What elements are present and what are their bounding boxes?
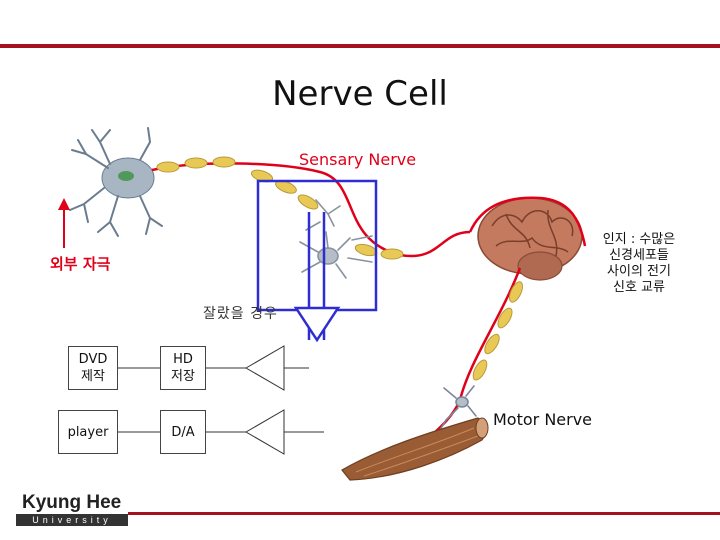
top-accent-bar xyxy=(0,44,720,48)
sensory-axon-segments xyxy=(156,156,404,260)
motor-nerve-label: Motor Nerve xyxy=(493,410,593,429)
sensory-signal-path xyxy=(151,162,471,258)
recognition-line: 신호 교류 xyxy=(613,280,665,295)
amplifier-triangle-icon xyxy=(245,345,285,455)
recognition-line: 신경세포들 xyxy=(609,248,669,263)
muscle-icon xyxy=(341,417,489,481)
box-connectors xyxy=(118,367,324,433)
sensory-nerve-label: Sensary Nerve xyxy=(299,150,417,169)
recognition-line: 인지 : 수많은 xyxy=(602,232,676,247)
down-arrow-icon xyxy=(293,306,341,343)
external-stimulus-label: 외부 자극 xyxy=(50,255,111,273)
when-cut-label: 잘랐을 경우 xyxy=(203,306,278,322)
da-box: D/A xyxy=(160,410,206,454)
motor-neuron-icon xyxy=(439,385,477,431)
page-title: Nerve Cell xyxy=(272,74,448,114)
hd-box-line: HD xyxy=(173,352,193,367)
brain-icon xyxy=(477,197,583,281)
hd-box-line: 저장 xyxy=(171,369,195,384)
up-arrow-icon xyxy=(58,198,70,248)
signal-cut-box xyxy=(256,179,378,343)
recognition-signal-path xyxy=(468,196,587,247)
dvd-box-line: DVD xyxy=(78,352,108,367)
dvd-box: DVD 제작 xyxy=(68,346,118,390)
logo-name: Kyung Hee xyxy=(22,492,122,513)
university-logo: Kyung Hee University xyxy=(16,492,128,527)
motor-axon-segments xyxy=(472,281,523,381)
neuron-cell-icon xyxy=(69,127,163,237)
bottom-accent-bar xyxy=(128,512,720,515)
logo-subtitle: University xyxy=(16,514,128,526)
recognition-label: 인지 : 수많은 신경세포들 사이의 전기 신호 교류 xyxy=(594,232,684,296)
hd-box: HD 저장 xyxy=(160,346,206,390)
synapse-neuron-icon xyxy=(299,199,373,279)
dvd-box-line: 제작 xyxy=(81,369,105,384)
recognition-line: 사이의 전기 xyxy=(607,264,671,279)
player-box: player xyxy=(58,410,118,454)
